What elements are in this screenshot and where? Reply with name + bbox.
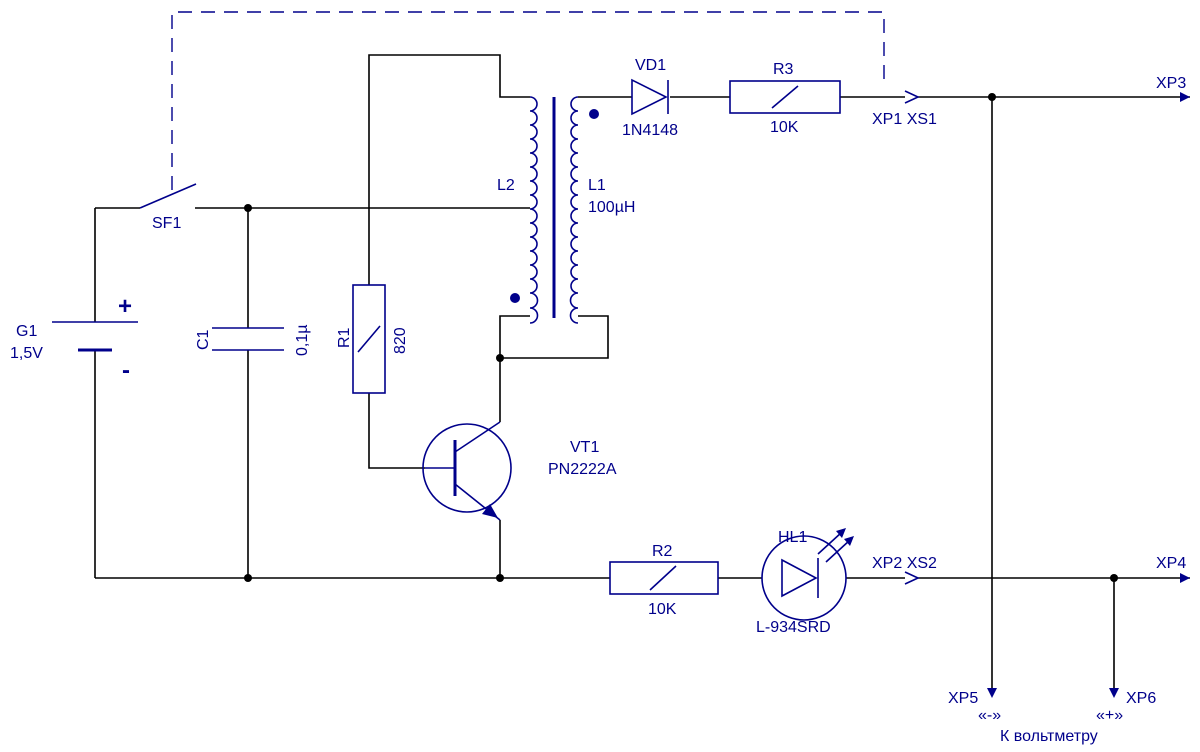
junction-dot <box>1110 574 1118 582</box>
output-xp5-polarity: «-» <box>978 707 1001 724</box>
wire-l1-bottom-loop <box>500 315 609 359</box>
output-xp6-label: XP6 <box>1126 690 1156 707</box>
resistor-r1: R1 820 <box>336 284 409 394</box>
capacitor-c1-value: 0,1µ <box>294 325 311 356</box>
battery-g1-ref: G1 <box>16 323 37 340</box>
transistor-vt1-value: PN2222A <box>548 461 617 478</box>
l1-polarity-dot <box>589 109 599 119</box>
resistor-r1-value: 820 <box>392 327 409 354</box>
wire-left-battery-top <box>94 207 140 322</box>
output-xp3-label: XP3 <box>1156 75 1186 92</box>
junction-dots <box>244 93 1118 582</box>
inductor-l1-ref: L1 <box>588 177 606 194</box>
connector-xp1-xs1: XP1 XS1 <box>872 90 937 128</box>
connector-xp2-xs2: XP2 XS2 <box>872 555 937 585</box>
battery-minus-sign: - <box>122 357 130 384</box>
wire-r1-top <box>368 54 530 285</box>
led-hl1-value: L-934SRD <box>756 619 831 636</box>
resistor-r3-value: 10K <box>770 119 799 136</box>
wire-l2-bottom-collector <box>499 315 530 422</box>
battery-g1-value: 1,5V <box>10 345 43 362</box>
battery-g1: G1 1,5V + - <box>10 293 138 384</box>
junction-dot <box>496 354 504 362</box>
wire-r1-bottom-base <box>368 393 425 469</box>
connector-xp2-xs2-label: XP2 XS2 <box>872 555 937 572</box>
switch-sf1-ref: SF1 <box>152 215 181 232</box>
output-xp6-polarity: «+» <box>1096 707 1123 724</box>
connector-xp1-xs1-label: XP1 XS1 <box>872 111 937 128</box>
resistor-r1-ref: R1 <box>336 327 353 348</box>
led-hl1: HL1 L-934SRD <box>756 528 854 636</box>
output-xp4-label: XP4 <box>1156 555 1186 572</box>
output-xp5: XP5 «-» <box>948 688 1001 724</box>
resistor-r2-value: 10K <box>648 601 677 618</box>
transistor-vt1: VT1 PN2222A <box>422 421 617 521</box>
capacitor-c1: C1 0,1µ <box>195 325 311 356</box>
wires <box>94 54 1190 688</box>
l2-polarity-dot <box>510 293 520 303</box>
output-xp6: XP6 «+» <box>1096 688 1156 724</box>
diode-vd1-ref: VD1 <box>635 57 666 74</box>
led-hl1-ref: HL1 <box>778 529 807 546</box>
inductor-l2-ref: L2 <box>497 177 515 194</box>
resistor-r3-ref: R3 <box>773 61 794 78</box>
transformer-l1-l2: L2 L1 100µH <box>497 96 635 324</box>
switch-sf1: SF1 <box>139 183 197 232</box>
diode-vd1-value: 1N4148 <box>622 122 678 139</box>
junction-dot <box>496 574 504 582</box>
junction-dot <box>244 574 252 582</box>
battery-plus-sign: + <box>118 293 132 320</box>
voltmeter-caption: К вольтметру <box>1000 728 1098 745</box>
junction-dot <box>244 204 252 212</box>
mechanical-link-dashed <box>171 11 885 190</box>
output-xp4: XP4 <box>1156 555 1190 583</box>
output-xp3: XP3 <box>1156 75 1190 102</box>
resistor-r3: R3 10K <box>729 61 841 136</box>
inductor-l2-coil <box>529 96 539 324</box>
capacitor-c1-ref: C1 <box>195 329 212 350</box>
diode-vd1: VD1 1N4148 <box>622 57 678 139</box>
resistor-r2: R2 10K <box>609 543 719 618</box>
resistor-r2-ref: R2 <box>652 543 673 560</box>
junction-dot <box>988 93 996 101</box>
output-xp5-label: XP5 <box>948 690 978 707</box>
inductor-l1-coil <box>569 96 579 324</box>
inductor-l1-value: 100µH <box>588 199 635 216</box>
transistor-vt1-ref: VT1 <box>570 439 599 456</box>
